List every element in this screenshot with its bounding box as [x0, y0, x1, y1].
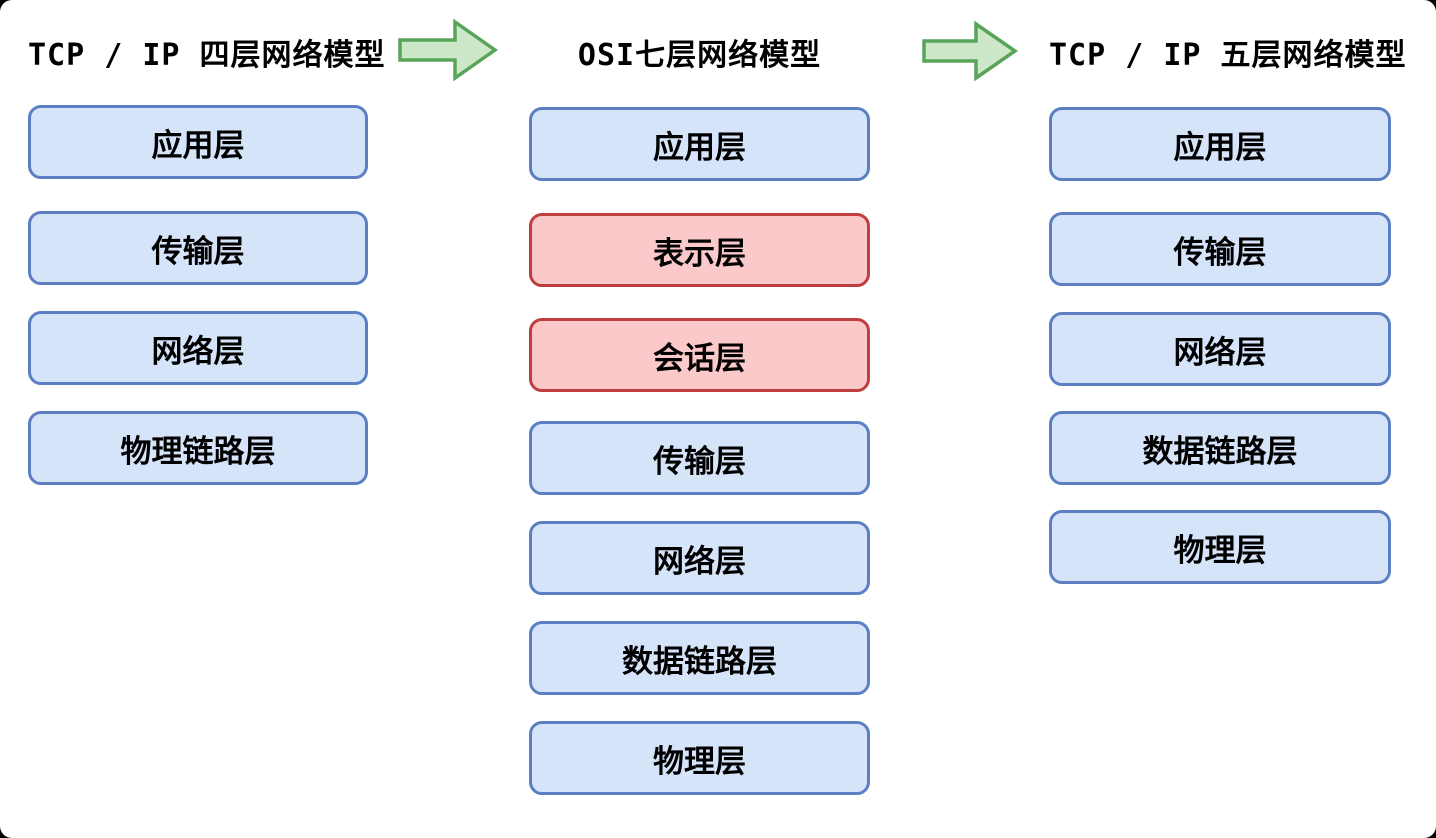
tcpip4-physical-link-layer: 物理链路层: [28, 411, 368, 485]
tcpip4-transport-layer: 传输层: [28, 211, 368, 285]
layer-label: 传输层: [653, 443, 746, 480]
osi-physical-layer: 物理层: [529, 721, 870, 795]
layer-label: 会话层: [653, 340, 746, 377]
layer-label: 物理层: [1173, 532, 1267, 569]
tcpip4-network-layer: 网络层: [28, 311, 368, 385]
osi-transport-layer: 传输层: [529, 421, 870, 495]
right-arrow-icon: [922, 20, 1018, 82]
layer-label: 网络层: [151, 333, 245, 370]
column-title-osi7: OSI七层网络模型: [577, 38, 822, 73]
layer-label: 物理链路层: [120, 433, 276, 470]
tcpip5-physical-layer: 物理层: [1049, 510, 1391, 584]
osi-session-layer: 会话层: [529, 318, 870, 392]
column-title-tcpip5: TCP / IP 五层网络模型: [1049, 38, 1407, 73]
layer-label: 传输层: [151, 233, 245, 270]
osi-data-link-layer: 数据链路层: [529, 621, 870, 695]
layer-label: 数据链路层: [1142, 433, 1298, 470]
layer-label: 网络层: [653, 543, 746, 580]
layer-label: 数据链路层: [622, 643, 777, 680]
osi-presentation-layer: 表示层: [529, 213, 870, 287]
layer-label: 网络层: [1173, 334, 1267, 371]
right-arrow-icon: [398, 18, 498, 82]
layer-label: 应用层: [151, 127, 245, 164]
tcpip5-network-layer: 网络层: [1049, 312, 1391, 386]
layer-label: 应用层: [653, 129, 746, 166]
tcpip5-application-layer: 应用层: [1049, 107, 1391, 181]
column-title-tcpip4: TCP / IP 四层网络模型: [28, 38, 386, 73]
tcpip5-data-link-layer: 数据链路层: [1049, 411, 1391, 485]
layer-label: 应用层: [1173, 129, 1267, 166]
layer-label: 物理层: [653, 743, 746, 780]
tcpip5-transport-layer: 传输层: [1049, 212, 1391, 286]
layer-label: 表示层: [653, 235, 746, 272]
osi-application-layer: 应用层: [529, 107, 870, 181]
tcpip4-application-layer: 应用层: [28, 105, 368, 179]
osi-network-layer: 网络层: [529, 521, 870, 595]
layer-label: 传输层: [1173, 234, 1267, 271]
